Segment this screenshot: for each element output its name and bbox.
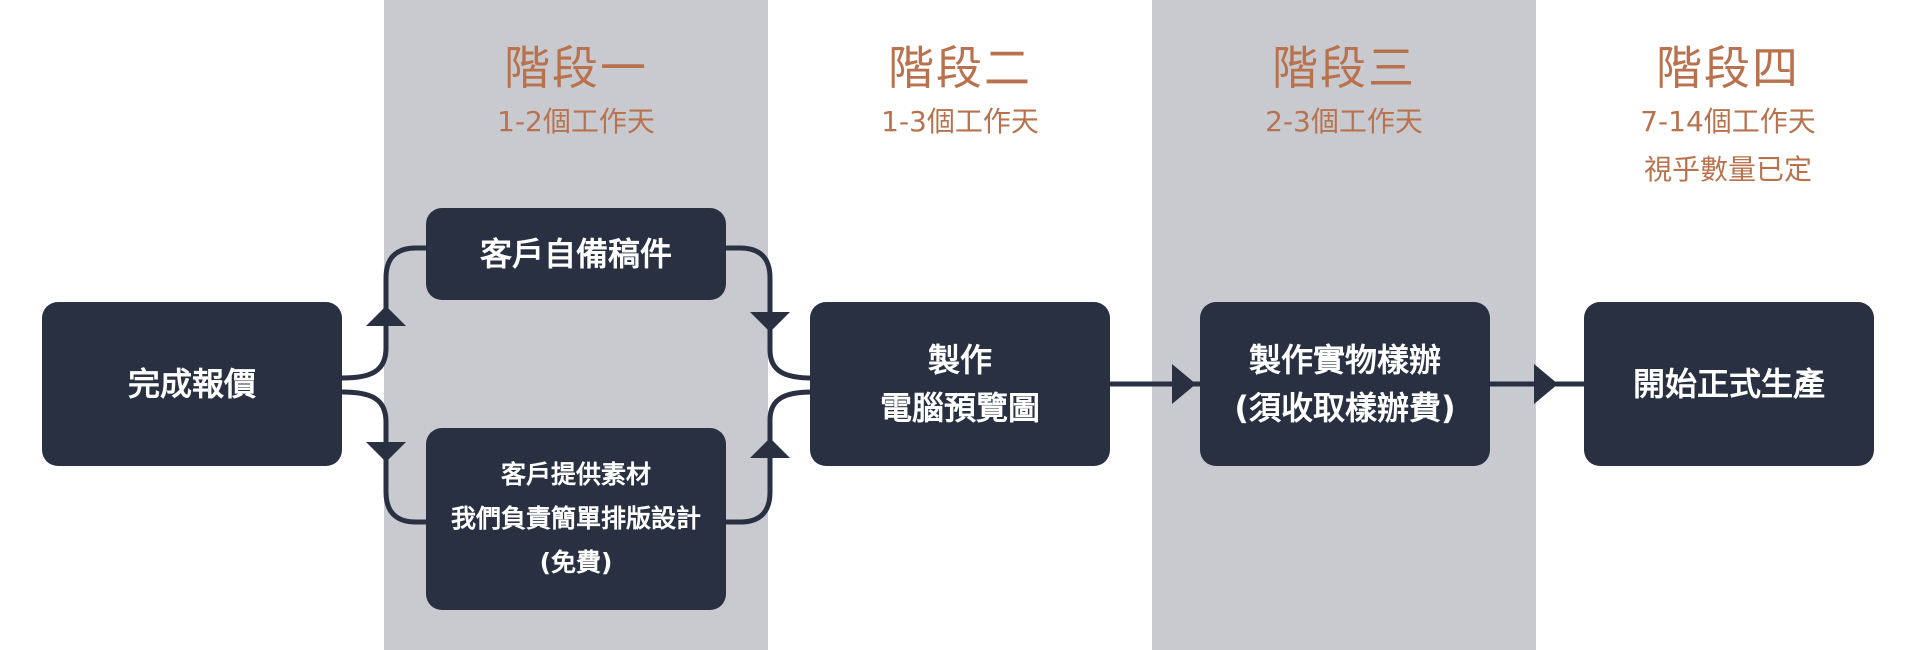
stage-3-duration: 2-3個工作天 bbox=[1265, 105, 1423, 138]
preview-step-line-1: 製作 bbox=[927, 341, 992, 379]
arrow-up-icon bbox=[366, 306, 406, 326]
stage-4-header: 階段四 7-14個工作天 視乎數量已定 bbox=[1536, 38, 1920, 194]
sample-step-line-2: (須收取樣辦費) bbox=[1234, 389, 1456, 427]
stage-3-title: 階段三 bbox=[1272, 41, 1416, 95]
arrow-right-icon bbox=[1172, 364, 1196, 404]
preview-step-line-2: 電腦預覽圖 bbox=[879, 389, 1040, 427]
client-draft-step-box: 客戶自備稿件 bbox=[426, 208, 726, 300]
stage-4-duration: 7-14個工作天 bbox=[1640, 105, 1816, 138]
stage-1-header: 階段一 1-2個工作天 bbox=[384, 38, 768, 146]
arrow-up-icon bbox=[750, 438, 790, 458]
arrow-down-icon bbox=[366, 442, 406, 462]
sample-step-line-1: 製作實物樣辦 bbox=[1248, 341, 1441, 379]
client-material-line-1: 客戶提供素材 bbox=[500, 460, 651, 489]
stage-2-duration: 1-3個工作天 bbox=[881, 105, 1039, 138]
quote-step-label: 完成報價 bbox=[127, 365, 256, 403]
arrow-down-icon bbox=[750, 312, 790, 332]
sample-step-box: 製作實物樣辦 (須收取樣辦費) bbox=[1200, 302, 1490, 466]
client-draft-step-label: 客戶自備稿件 bbox=[479, 235, 672, 273]
stage-4-title: 階段四 bbox=[1656, 41, 1800, 95]
quote-step-box: 完成報價 bbox=[42, 302, 342, 466]
stage-2-title: 階段二 bbox=[888, 41, 1032, 95]
production-step-box: 開始正式生產 bbox=[1584, 302, 1874, 466]
arrow-right-icon bbox=[1534, 364, 1558, 404]
stage-1-title: 階段一 bbox=[504, 41, 648, 95]
client-material-step-box: 客戶提供素材 我們負責簡單排版設計 (免費) bbox=[426, 428, 726, 610]
stage-1-duration: 1-2個工作天 bbox=[497, 105, 655, 138]
client-material-line-2: 我們負責簡單排版設計 bbox=[450, 504, 701, 533]
production-step-label: 開始正式生產 bbox=[1632, 365, 1825, 403]
stage-2-header: 階段二 1-3個工作天 bbox=[768, 38, 1152, 146]
stage-4-note: 視乎數量已定 bbox=[1643, 153, 1812, 186]
preview-step-box: 製作 電腦預覽圖 bbox=[810, 302, 1110, 466]
stage-3-header: 階段三 2-3個工作天 bbox=[1152, 38, 1536, 146]
client-material-line-3: (免費) bbox=[539, 548, 613, 577]
